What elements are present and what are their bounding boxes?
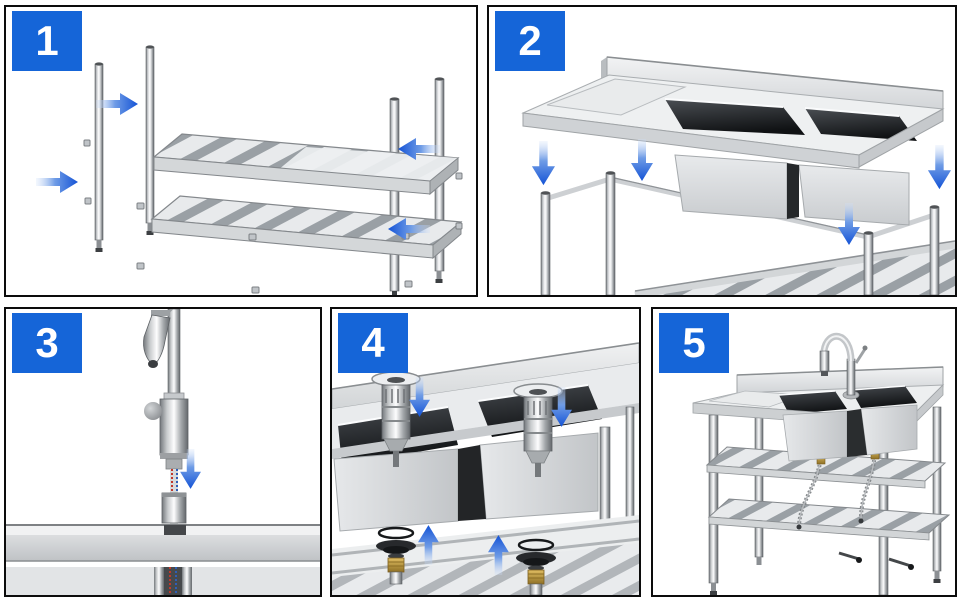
- drain-strainer: [513, 383, 563, 477]
- drain-tailpieces: [838, 551, 914, 570]
- mounting-nut: [161, 492, 187, 524]
- lower-shelf: [332, 515, 639, 595]
- step-5-panel: 5: [651, 307, 957, 597]
- down-arrow-icon: [927, 145, 951, 190]
- drain-lock-nut: [516, 538, 556, 595]
- gooseneck-faucet: [819, 332, 868, 400]
- mounting-clips: [83, 139, 463, 294]
- down-arrow-icon: [631, 139, 653, 181]
- step-4-illustration: [332, 342, 639, 595]
- lower-slatted-shelf: [150, 195, 463, 260]
- step-1-number: 1: [35, 17, 59, 64]
- step-5-badge: 5: [659, 313, 729, 373]
- step-5-illustration: [692, 332, 951, 595]
- step-4-number: 4: [361, 319, 385, 366]
- step-2-number: 2: [518, 17, 542, 64]
- step-3-number: 3: [35, 319, 59, 366]
- step-3-illustration: [6, 309, 320, 595]
- down-arrow-icon: [531, 141, 555, 186]
- spray-head: [143, 310, 171, 368]
- step-3-panel: 3: [4, 307, 322, 597]
- step-1-illustration: [36, 45, 463, 295]
- step-1-badge: 1: [12, 11, 82, 71]
- sink-top: [521, 56, 945, 226]
- step-3-badge: 3: [12, 313, 82, 373]
- countertop: [6, 524, 320, 595]
- step-5-number: 5: [682, 319, 706, 366]
- drain-strainer: [371, 371, 421, 467]
- sink-top: [692, 366, 945, 462]
- drain-lock-nut: [376, 526, 416, 585]
- faucet: [143, 309, 189, 470]
- bottom-slatted-shelf: [707, 498, 951, 541]
- step-2-illustration: [521, 56, 955, 295]
- step-4-panel: 4: [330, 307, 641, 597]
- step-2-badge: 2: [495, 11, 565, 71]
- step-4-badge: 4: [338, 313, 408, 373]
- step-2-panel: 2: [487, 5, 957, 297]
- step-1-panel: 1: [4, 5, 478, 297]
- right-arrow-icon: [36, 171, 78, 193]
- upper-slatted-shelf: [152, 133, 460, 196]
